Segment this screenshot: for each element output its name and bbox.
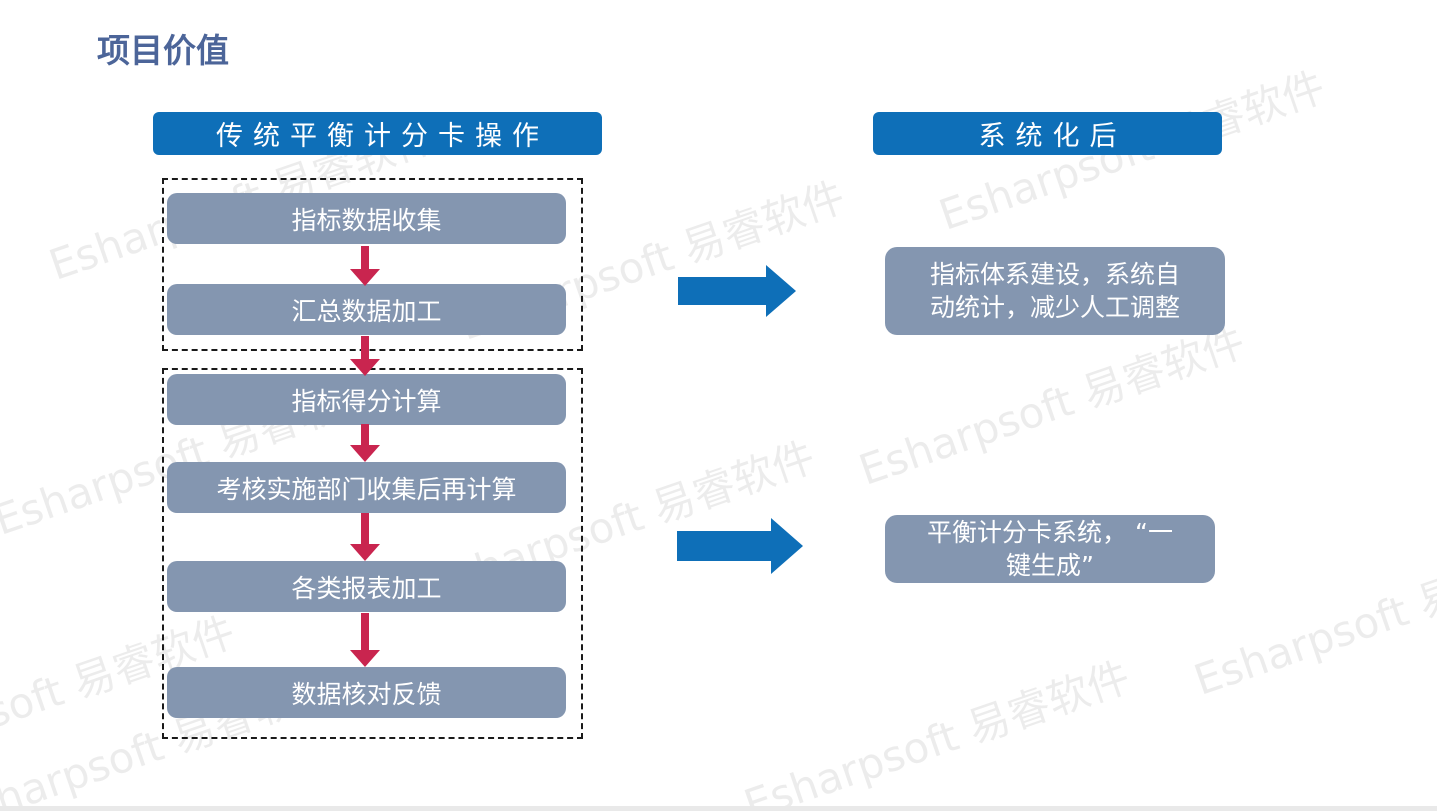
- flow-step: 考核实施部门收集后再计算: [167, 462, 566, 513]
- down-arrow-icon: [348, 336, 382, 380]
- bottom-divider: [0, 806, 1437, 811]
- result-box: 指标体系建设，系统自 动统计，减少人工调整: [885, 247, 1225, 335]
- result-line: 键生成”: [1006, 551, 1094, 580]
- right-column-header: 系统化后: [873, 112, 1222, 155]
- flow-step: 各类报表加工: [167, 561, 566, 612]
- result-line: 指标体系建设，系统自: [929, 260, 1180, 289]
- dashed-group-2: [162, 368, 583, 739]
- dashed-group-1: [162, 178, 583, 351]
- flow-step: 数据核对反馈: [167, 667, 566, 718]
- down-arrow-icon: [348, 424, 382, 466]
- page-title: 项目价值: [97, 31, 229, 70]
- watermark: Esharpsoft 易睿软件: [737, 651, 1137, 811]
- right-arrow-icon: [677, 518, 803, 578]
- result-line: 平衡计分卡系统， “一: [927, 518, 1173, 547]
- flow-step: 指标得分计算: [167, 374, 566, 425]
- watermark: Esharpsoft 易睿软件: [1187, 526, 1437, 705]
- down-arrow-icon: [348, 513, 382, 565]
- flow-step: 指标数据收集: [167, 193, 566, 244]
- result-line: 动统计，减少人工调整: [929, 293, 1180, 322]
- down-arrow-icon: [348, 613, 382, 671]
- flow-step: 汇总数据加工: [167, 284, 566, 335]
- watermark: Esharpsoft 易睿软件: [852, 316, 1252, 495]
- left-column-header: 传统平衡计分卡操作: [153, 112, 602, 155]
- result-box: 平衡计分卡系统， “一 键生成”: [885, 515, 1215, 583]
- down-arrow-icon: [348, 246, 382, 290]
- right-arrow-icon: [678, 265, 796, 321]
